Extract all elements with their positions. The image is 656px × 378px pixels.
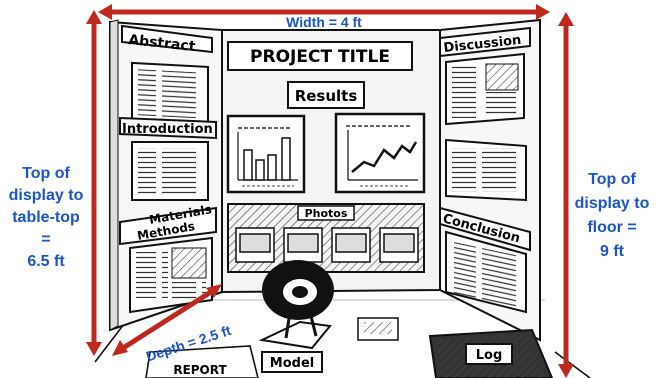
introduction-section: Introduction: [119, 116, 217, 201]
report-label: REPORT: [173, 363, 227, 377]
discussion-box-2: [445, 138, 527, 202]
model-label: Model: [270, 356, 314, 371]
project-title-box: PROJECT TITLE: [227, 41, 413, 71]
abstract-label: Abstract: [128, 32, 197, 55]
depth-arrow: [112, 284, 222, 356]
width-arrow: [98, 4, 550, 20]
bar-chart-graphic: [226, 114, 306, 194]
width-label: Width = 4 ft: [286, 14, 362, 30]
photos-label: Photos: [305, 207, 348, 220]
left-height-line-2: display to: [9, 187, 84, 204]
report-object: REPORT: [145, 345, 259, 378]
introduction-label: Introduction: [122, 122, 213, 137]
left-height-arrow: [86, 10, 102, 356]
right-height-line-1: Top of: [588, 171, 636, 188]
results-label-box: Results: [287, 81, 365, 109]
right-height-line-4: 9 ft: [600, 243, 625, 260]
left-height-line-5: 6.5 ft: [27, 253, 65, 270]
project-title: PROJECT TITLE: [250, 47, 390, 67]
left-height-line-3: table-top: [12, 209, 80, 226]
log-notebook-object: Log: [428, 328, 554, 378]
line-chart-graphic: [334, 112, 426, 194]
right-height-line-3: floor =: [587, 219, 636, 236]
right-height-arrow: [558, 12, 574, 378]
materials-methods-section: Materials Methods: [119, 202, 217, 314]
log-label: Log: [476, 348, 503, 363]
discussion-section: Discussion: [439, 26, 531, 126]
photo-thumbnails: [235, 227, 419, 263]
left-height-line-4: =: [41, 231, 50, 248]
photos-section: Photos: [227, 203, 425, 273]
abstract-section: Abstract: [121, 24, 213, 126]
left-height-line-1: Top of: [22, 165, 70, 182]
left-height-label: Top of display to table-top = 6.5 ft: [9, 165, 84, 270]
results-label: Results: [295, 87, 358, 105]
model-object: Model: [258, 260, 334, 373]
small-box-object: [357, 317, 399, 341]
right-height-label: Top of display to floor = 9 ft: [575, 171, 650, 260]
right-height-line-2: display to: [575, 195, 650, 212]
